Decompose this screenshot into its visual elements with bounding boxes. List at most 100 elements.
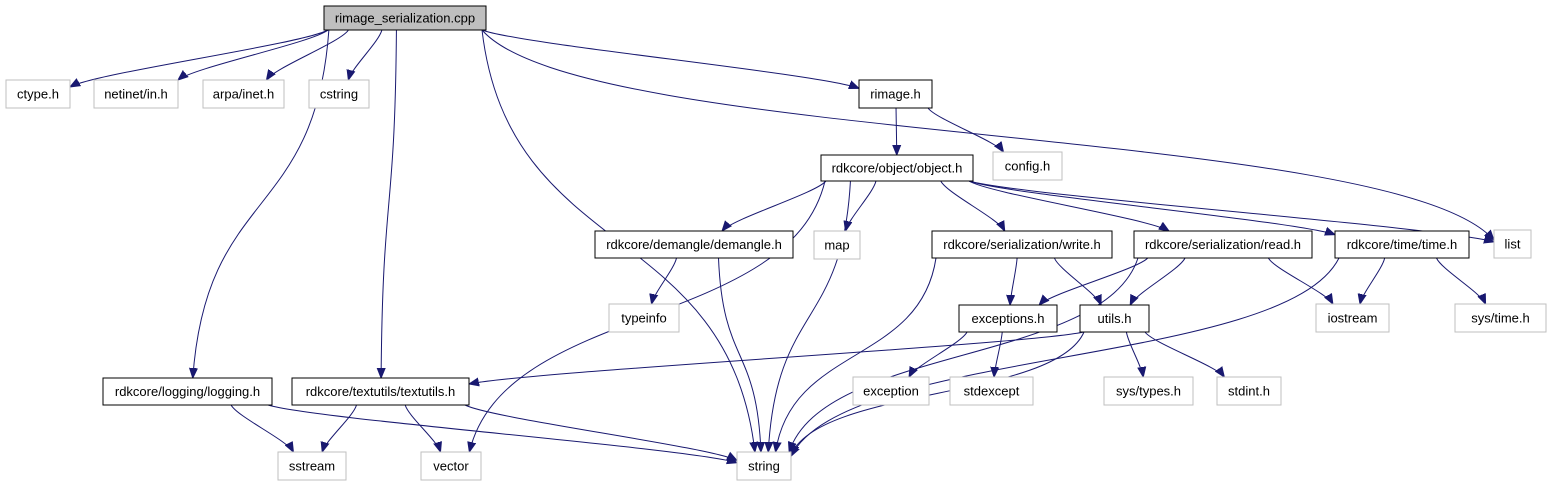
edge-root-to-list: [481, 29, 1494, 240]
node-box: [1079, 304, 1150, 333]
node-box: [277, 451, 347, 481]
edge-object-to-map: [846, 180, 877, 231]
edge-write-to-utils: [1053, 257, 1101, 305]
node-box: [1334, 230, 1470, 259]
node-time[interactable]: rdkcore/time/time.h: [1334, 230, 1470, 259]
node-box: [813, 230, 861, 260]
node-label: typeinfo: [621, 311, 667, 326]
node-typeinfo: typeinfo: [608, 303, 680, 333]
edge-write-to-string: [776, 257, 937, 452]
node-label: rimage.h: [870, 87, 921, 102]
edge-root-to-ctype: [70, 29, 329, 87]
node-label: rdkcore/object/object.h: [832, 161, 963, 176]
node-box: [1103, 376, 1194, 406]
node-label: list: [1505, 237, 1521, 252]
edge-rimage-to-object: [896, 107, 897, 155]
node-label: sys/types.h: [1116, 384, 1181, 399]
node-label: rdkcore/logging/logging.h: [115, 384, 260, 399]
edge-root-to-netinet: [178, 29, 329, 80]
node-box: [308, 79, 370, 109]
edge-exceptions-to-stdexcept: [994, 331, 1003, 377]
edge-object-to-demangle: [722, 180, 827, 231]
node-label: rdkcore/textutils/textutils.h: [306, 384, 456, 399]
node-box: [202, 79, 285, 109]
node-label: rdkcore/time/time.h: [1347, 237, 1458, 252]
node-map: map: [813, 230, 861, 260]
edge-object-to-read: [968, 180, 1169, 231]
node-demangle[interactable]: rdkcore/demangle/demangle.h: [594, 230, 794, 259]
edge-utils-to-systypes: [1125, 331, 1143, 377]
node-cstring: cstring: [308, 79, 370, 109]
edge-object-to-time: [968, 180, 1335, 235]
edge-root-to-arpa: [266, 29, 349, 80]
node-box: [291, 377, 470, 406]
node-label: netinet/in.h: [104, 87, 168, 102]
edge-utils-to-string: [791, 331, 1085, 455]
node-utils[interactable]: utils.h: [1079, 304, 1150, 333]
node-label: iostream: [1328, 311, 1378, 326]
node-read[interactable]: rdkcore/serialization/read.h: [1133, 230, 1313, 259]
node-label: sstream: [289, 459, 335, 474]
node-rimage[interactable]: rimage.h: [858, 79, 933, 109]
edge-time-to-systime: [1436, 257, 1485, 304]
node-systime: sys/time.h: [1454, 303, 1547, 333]
edge-time-to-string: [791, 257, 1340, 456]
edge-textutils-to-sstream: [322, 404, 358, 452]
node-box: [93, 79, 179, 109]
node-string: string: [736, 451, 792, 481]
edge-exceptions-to-exception: [909, 331, 968, 377]
edge-root-to-textutils: [381, 29, 397, 378]
node-box: [323, 5, 487, 31]
node-systypes: sys/types.h: [1103, 376, 1194, 406]
node-exceptions[interactable]: exceptions.h: [958, 304, 1058, 333]
node-label: string: [748, 459, 780, 474]
node-box: [736, 451, 792, 481]
node-box: [1454, 303, 1547, 333]
edge-read-to-iostream: [1267, 257, 1333, 304]
node-root[interactable]: rimage_serialization.cpp: [323, 5, 487, 31]
node-box: [420, 451, 482, 481]
edge-textutils-to-vector: [404, 404, 440, 452]
node-netinet: netinet/in.h: [93, 79, 179, 109]
node-stdint: stdint.h: [1216, 376, 1282, 406]
node-label: arpa/inet.h: [213, 87, 274, 102]
node-label: exception: [863, 384, 919, 399]
node-box: [1216, 376, 1282, 406]
edge-write-to-exceptions: [1010, 257, 1018, 305]
node-label: stdexcept: [964, 384, 1020, 399]
edge-rimage-to-config: [927, 107, 1003, 152]
edge-read-to-exceptions: [1039, 257, 1149, 305]
edge-utils-to-textutils: [469, 331, 1085, 384]
edge-time-to-iostream: [1360, 257, 1386, 304]
node-label: map: [824, 238, 849, 253]
edge-root-to-rimage: [481, 29, 859, 88]
node-label: vector: [433, 459, 469, 474]
node-stdexcept: stdexcept: [949, 376, 1034, 406]
node-config: config.h: [992, 151, 1063, 181]
edge-root-to-cstring: [348, 29, 383, 80]
node-box: [594, 230, 794, 259]
node-label: rdkcore/demangle/demangle.h: [606, 237, 782, 252]
node-box: [958, 304, 1058, 333]
node-textutils[interactable]: rdkcore/textutils/textutils.h: [291, 377, 470, 406]
node-object[interactable]: rdkcore/object/object.h: [820, 154, 974, 182]
node-box: [102, 377, 273, 406]
node-box: [5, 79, 71, 109]
node-label: stdint.h: [1228, 384, 1270, 399]
node-label: ctype.h: [17, 87, 59, 102]
node-label: config.h: [1005, 159, 1051, 174]
node-box: [949, 376, 1034, 406]
node-label: exceptions.h: [972, 311, 1045, 326]
node-sstream: sstream: [277, 451, 347, 481]
node-write[interactable]: rdkcore/serialization/write.h: [931, 230, 1113, 259]
node-list: list: [1493, 229, 1532, 259]
node-label: rimage_serialization.cpp: [335, 11, 475, 26]
edge-object-to-string: [768, 180, 851, 452]
edge-utils-to-stdint: [1144, 331, 1224, 377]
node-box: [1493, 229, 1532, 259]
edge-textutils-to-string: [464, 404, 737, 460]
node-iostream: iostream: [1315, 303, 1390, 333]
node-label: sys/time.h: [1471, 311, 1530, 326]
node-logging[interactable]: rdkcore/logging/logging.h: [102, 377, 273, 406]
